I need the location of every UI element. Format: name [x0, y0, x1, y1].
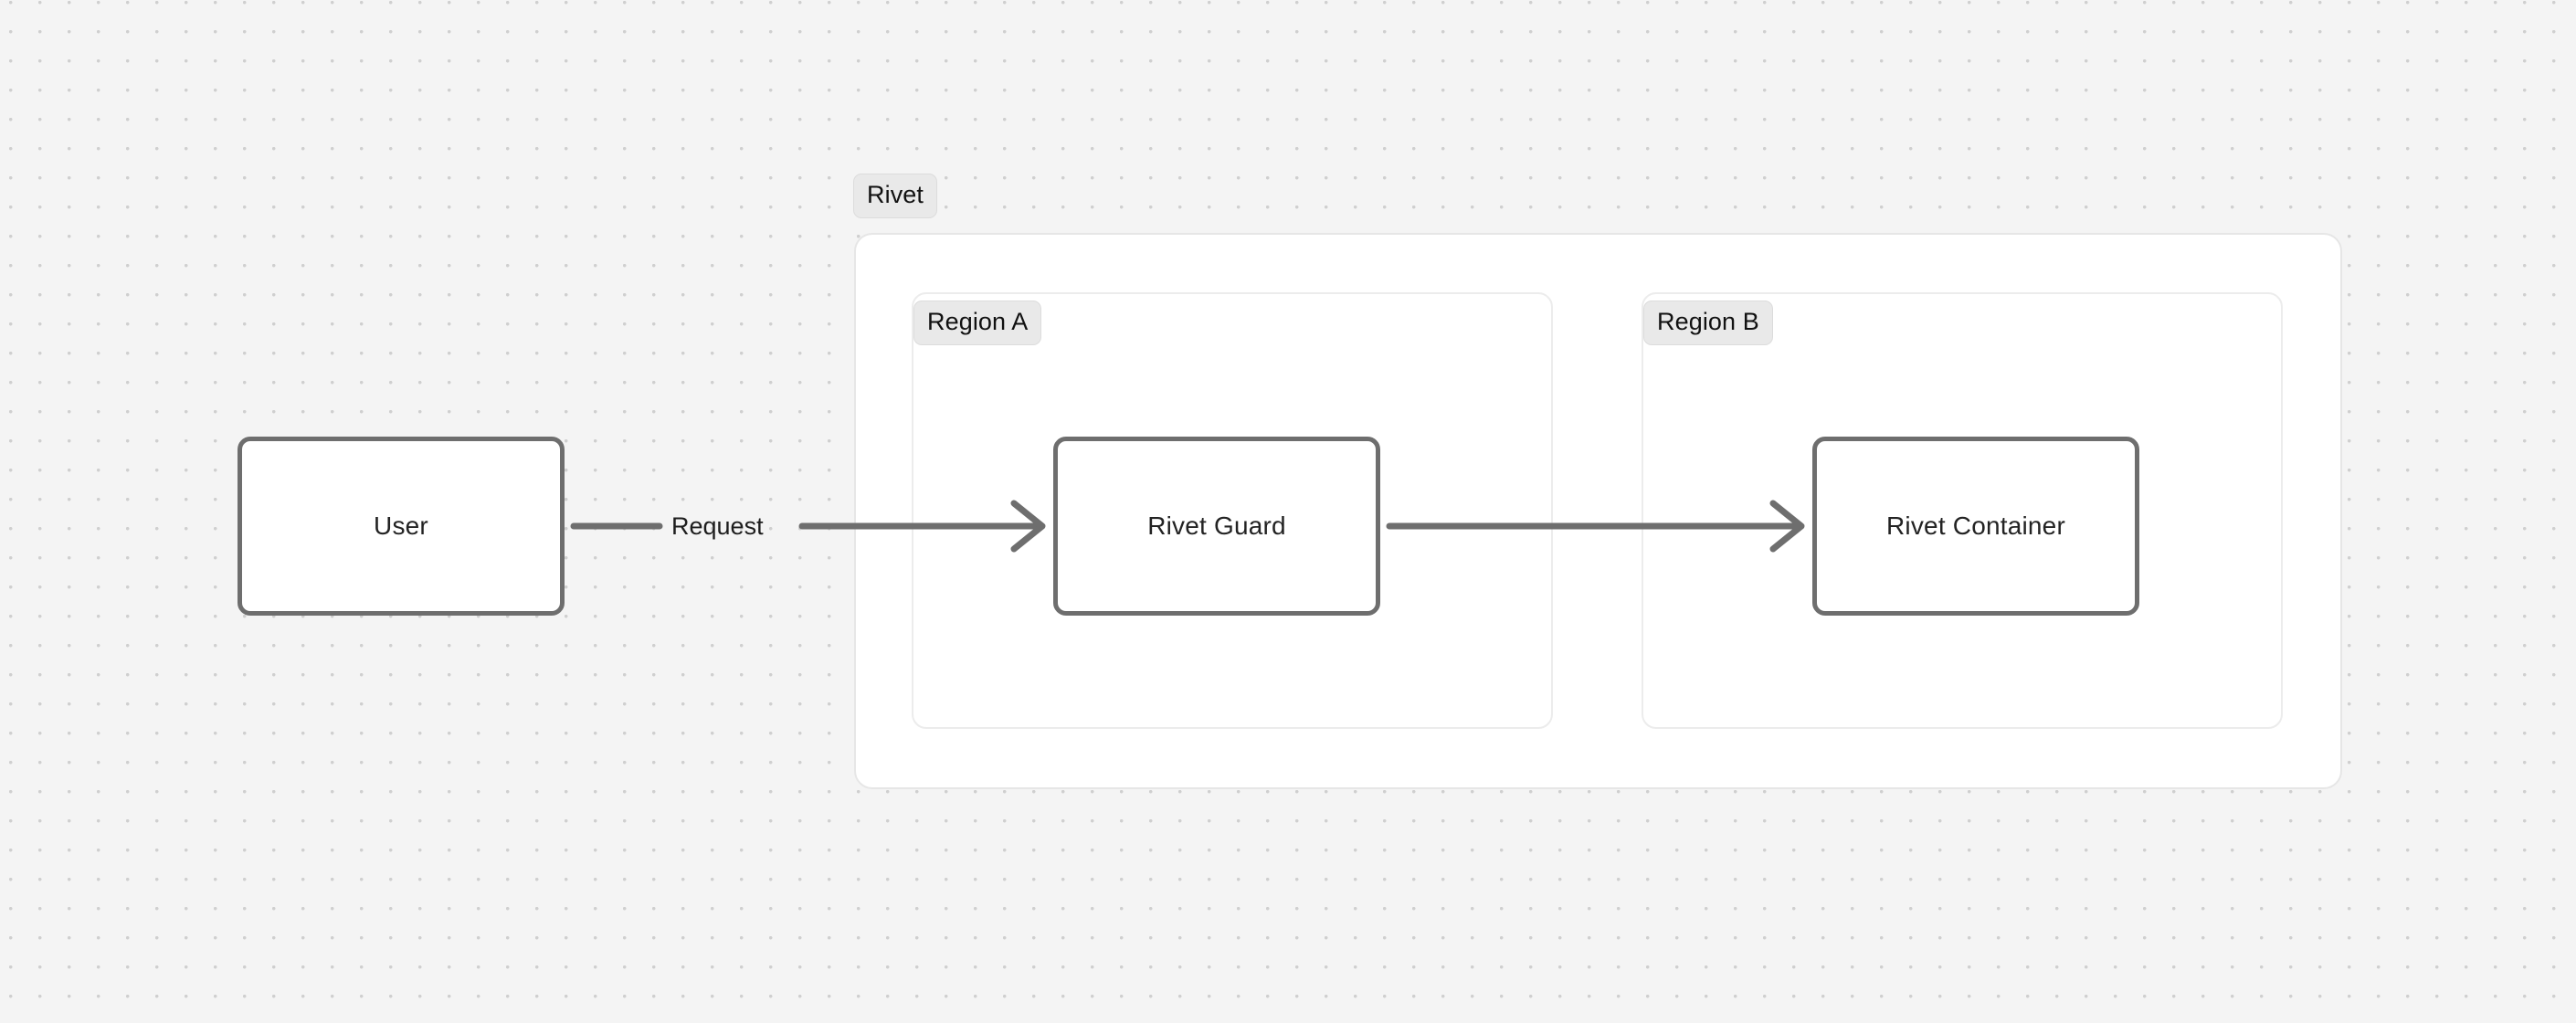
node-user[interactable]: User: [238, 437, 565, 616]
node-rivet-guard[interactable]: Rivet Guard: [1053, 437, 1380, 616]
group-label-rivet[interactable]: Rivet: [853, 174, 938, 218]
node-rivet-container[interactable]: Rivet Container: [1812, 437, 2139, 616]
node-rivet-guard-label: Rivet Guard: [1147, 512, 1286, 541]
node-user-label: User: [374, 512, 428, 541]
node-rivet-container-label: Rivet Container: [1886, 512, 2065, 541]
edge-label-request: Request: [671, 512, 764, 540]
group-label-region-a[interactable]: Region A: [913, 301, 1042, 345]
group-label-region-b[interactable]: Region B: [1643, 301, 1773, 345]
